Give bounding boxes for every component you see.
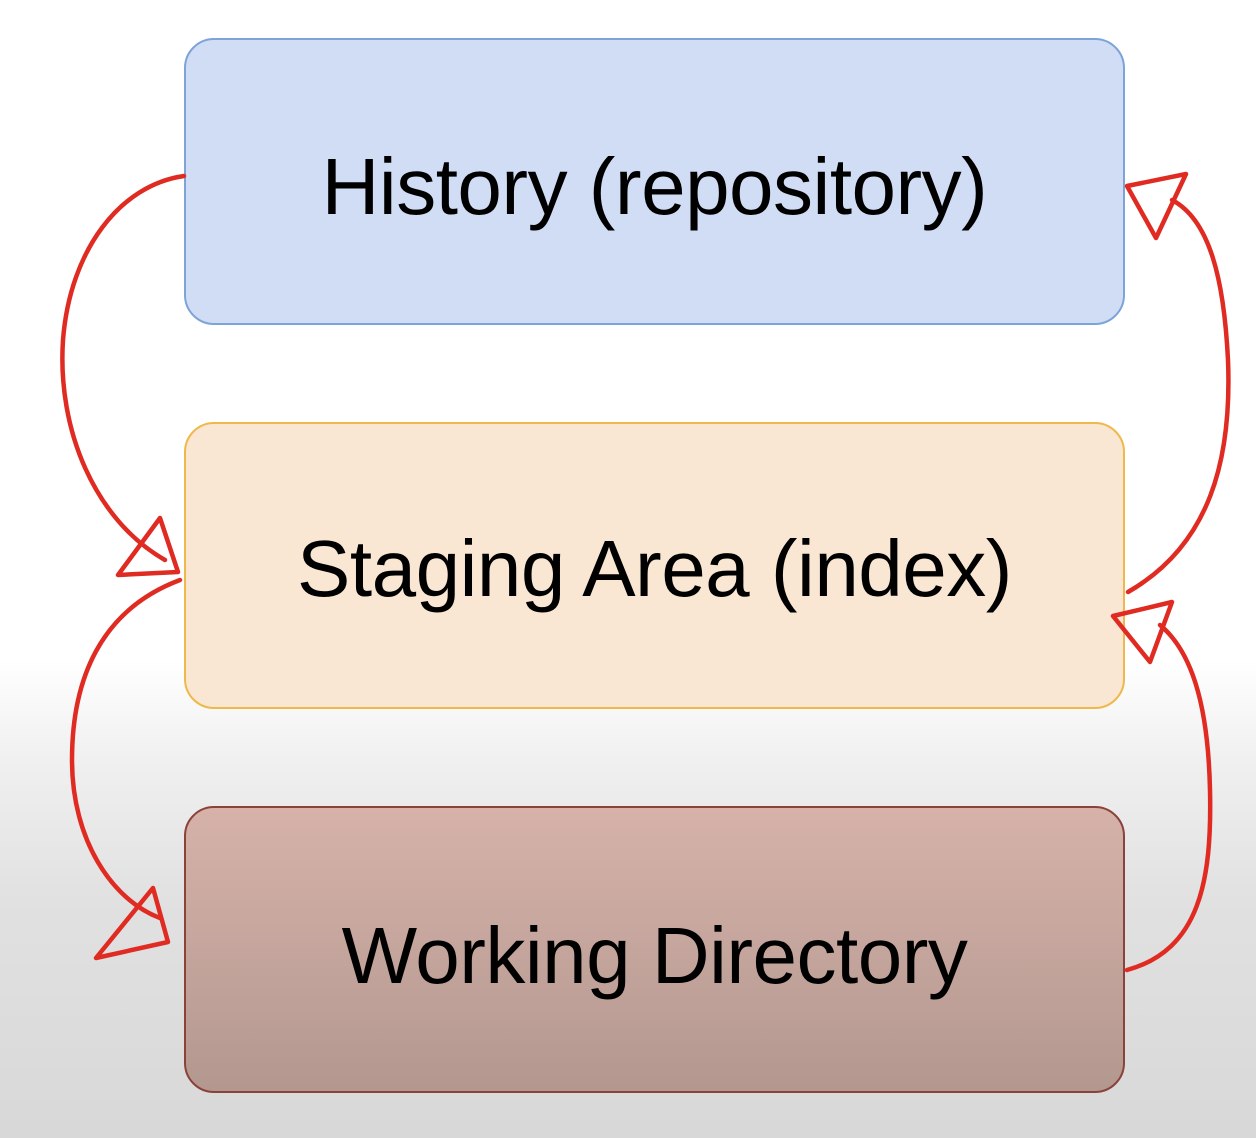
arrow-working-to-staging (1124, 622, 1213, 973)
arrowhead-history-to-staging (115, 515, 181, 578)
staging-area-box: Staging Area (index) (184, 422, 1125, 709)
arrowhead-staging-to-working (93, 885, 171, 961)
working-directory-box: Working Directory (184, 806, 1125, 1093)
working-directory-label: Working Directory (341, 910, 968, 1000)
arrow-staging-to-working (69, 577, 183, 921)
arrow-history-to-staging (60, 173, 187, 563)
history-label: History (repository) (321, 141, 988, 231)
arrow-staging-to-history (1125, 197, 1231, 595)
staging-area-label: Staging Area (index) (297, 523, 1012, 613)
arrowhead-staging-to-history (1124, 171, 1189, 241)
history-box: History (repository) (184, 38, 1125, 325)
